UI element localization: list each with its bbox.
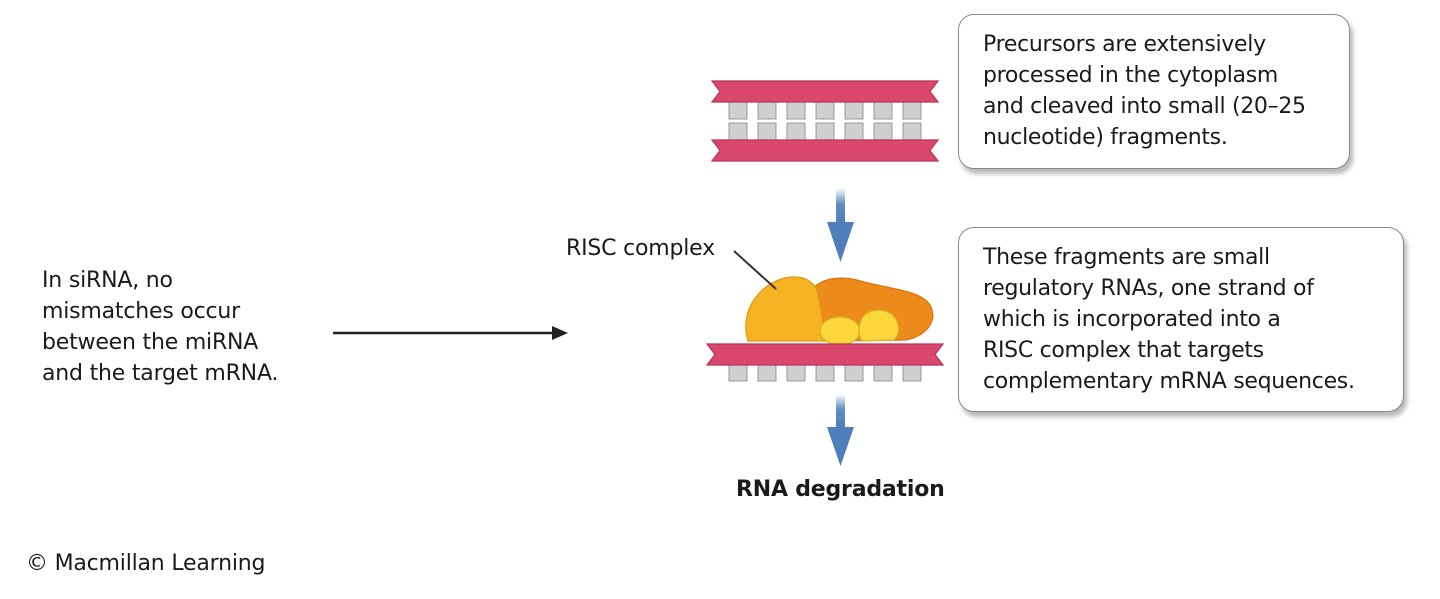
nucleotide-base (728, 363, 748, 382)
risc-label-leader (733, 250, 777, 290)
callout-line: and cleaved into small (20–25 (983, 94, 1306, 119)
nucleotide-base (902, 122, 922, 143)
callout-line: These fragments are small (983, 245, 1270, 270)
callout-line: Precursors are extensively (983, 32, 1266, 57)
arrow-head (827, 427, 854, 466)
nucleotide-base (844, 122, 864, 143)
left-note-line: mismatches occur (42, 299, 241, 324)
mrna-strand (705, 343, 945, 366)
nucleotide-base (728, 99, 748, 120)
dsrna-bottom-bases (728, 122, 922, 143)
nucleotide-base (728, 122, 748, 143)
nucleotide-base (815, 363, 835, 382)
nucleotide-base (786, 363, 806, 382)
mrna-bases (728, 363, 922, 382)
callout-line: regulatory RNAs, one strand of (983, 276, 1314, 301)
nucleotide-base (757, 99, 777, 120)
left-note-line: between the miRNA (42, 330, 259, 355)
nucleotide-base (902, 363, 922, 382)
dsrna-top-strand (710, 80, 940, 103)
callout-line: nucleotide) fragments. (983, 125, 1228, 150)
risc-small-subunit (819, 316, 861, 346)
risc-complex-label: RISC complex (566, 236, 715, 261)
nucleotide-base (873, 99, 893, 120)
callout-processing: Precursors are extensively processed in … (958, 14, 1350, 169)
nucleotide-base (815, 99, 835, 120)
rna-degradation-label: RNA degradation (736, 477, 945, 502)
callout-line: RISC complex that targets (983, 338, 1264, 363)
nucleotide-base (757, 122, 777, 143)
nucleotide-base (815, 122, 835, 143)
nucleotide-base (873, 363, 893, 382)
copyright-credit: © Macmillan Learning (26, 551, 266, 576)
callout-regulatory: These fragments are small regulatory RNA… (958, 227, 1404, 412)
risc-small-subunit (858, 309, 900, 342)
dsrna-top-bases (728, 99, 922, 120)
callout-line: complementary mRNA sequences. (983, 369, 1355, 394)
left-note: In siRNA, no mismatches occur between th… (42, 265, 278, 389)
nucleotide-base (873, 122, 893, 143)
nucleotide-base (786, 122, 806, 143)
left-note-line: In siRNA, no (42, 268, 173, 293)
dsrna-bottom-strand (710, 139, 940, 162)
arrow-right-pointer (333, 326, 568, 340)
arrow-down-processing (827, 188, 854, 262)
arrow-head (827, 222, 854, 262)
dsrna-fragment (710, 80, 940, 162)
callout-line: which is incorporated into a (983, 307, 1281, 332)
arrow-down-degradation (827, 394, 854, 466)
left-note-line: and the target mRNA. (42, 361, 279, 386)
nucleotide-base (844, 363, 864, 382)
nucleotide-base (786, 99, 806, 120)
nucleotide-base (844, 99, 864, 120)
risc-assembly (705, 250, 945, 382)
nucleotide-base (902, 99, 922, 120)
callout-line: processed in the cytoplasm (983, 63, 1279, 88)
nucleotide-base (757, 363, 777, 382)
